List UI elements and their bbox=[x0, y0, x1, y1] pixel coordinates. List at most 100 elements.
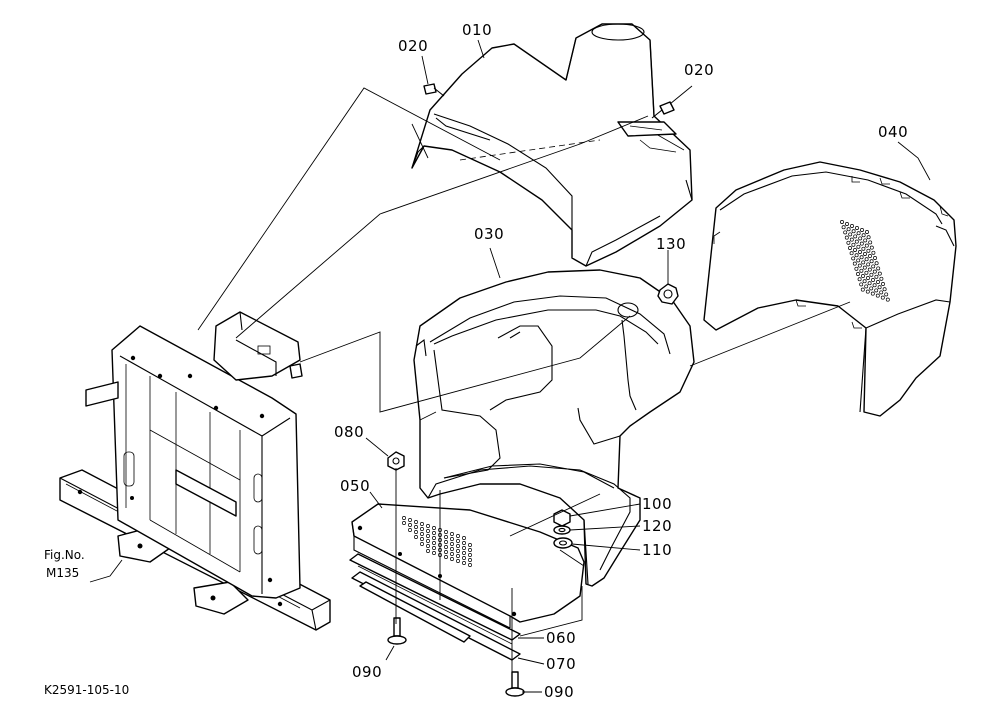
perforation-hole bbox=[861, 260, 866, 265]
perforation-hole bbox=[432, 536, 436, 540]
perforation-hole bbox=[868, 254, 872, 258]
perforation-hole bbox=[444, 545, 448, 549]
callout-050: 050 bbox=[340, 477, 371, 495]
perforation-hole bbox=[880, 295, 885, 300]
perforation-hole bbox=[432, 551, 436, 555]
callout-060: 060 bbox=[546, 629, 577, 647]
perforation-hole bbox=[865, 230, 869, 234]
perforation-hole bbox=[426, 529, 430, 533]
nut-080 bbox=[387, 451, 405, 471]
perforation-hole bbox=[432, 526, 436, 530]
perforation-hole bbox=[866, 276, 870, 280]
perforation-hole bbox=[858, 250, 862, 254]
perforation-hole bbox=[426, 524, 430, 528]
perforation-hole bbox=[845, 222, 849, 226]
perforation-hole bbox=[450, 547, 454, 551]
perforation-hole bbox=[856, 231, 861, 236]
perforation-hole bbox=[864, 243, 869, 248]
perforation-hole bbox=[869, 245, 874, 250]
perforation-hole bbox=[872, 283, 877, 288]
upper-cover-010 bbox=[411, 23, 693, 267]
perforation-hole bbox=[468, 548, 472, 552]
perforation-hole bbox=[874, 274, 879, 279]
perforation-hole bbox=[444, 530, 448, 534]
perforation-hole bbox=[849, 237, 854, 242]
perforation-hole bbox=[420, 522, 424, 526]
callout-090-bottom: 090 bbox=[544, 683, 575, 701]
perforation-hole bbox=[879, 276, 884, 281]
strip-060 bbox=[349, 553, 521, 645]
perforation-hole bbox=[877, 285, 882, 290]
bolt-090-bottom bbox=[505, 671, 525, 697]
perforation-hole bbox=[420, 542, 424, 546]
perforation-hole bbox=[840, 220, 844, 224]
leader-lines bbox=[89, 39, 931, 693]
perforation-hole bbox=[414, 520, 418, 524]
rear-cover-grille bbox=[840, 220, 890, 302]
perforation-hole bbox=[851, 256, 856, 261]
perforation-hole bbox=[468, 558, 472, 562]
nut-100 bbox=[553, 509, 571, 527]
perforation-hole bbox=[876, 266, 881, 271]
perforation-hole bbox=[862, 279, 867, 284]
perforation-hole bbox=[859, 241, 864, 246]
perforation-hole bbox=[426, 549, 430, 553]
perforation-hole bbox=[844, 235, 849, 240]
perforation-hole bbox=[462, 536, 466, 540]
perforation-hole bbox=[871, 278, 875, 282]
drawing-code: K2591-105-10 bbox=[44, 683, 130, 697]
callout-010: 010 bbox=[462, 21, 493, 39]
perforation-hole bbox=[432, 541, 436, 545]
perforation-hole bbox=[850, 224, 854, 228]
perforation-hole bbox=[856, 258, 861, 263]
perforation-hole bbox=[462, 556, 466, 560]
rear-cover-040 bbox=[703, 161, 957, 417]
perforation-hole bbox=[856, 272, 860, 276]
perforation-hole bbox=[468, 553, 472, 557]
screw-020-right bbox=[651, 101, 675, 119]
washer-120 bbox=[553, 525, 571, 535]
perforation-hole bbox=[866, 248, 871, 253]
perforation-hole bbox=[854, 239, 859, 244]
callout-020-right: 020 bbox=[684, 61, 715, 79]
perforation-hole bbox=[450, 532, 454, 536]
perforation-hole bbox=[867, 281, 872, 286]
perforation-hole bbox=[420, 537, 424, 541]
frame-assembly bbox=[59, 311, 331, 631]
perforation-hole bbox=[853, 248, 857, 252]
perforation-hole bbox=[871, 250, 876, 255]
perforation-hole bbox=[450, 542, 454, 546]
perforation-hole bbox=[468, 563, 472, 567]
callout-110: 110 bbox=[642, 541, 673, 559]
perforation-hole bbox=[873, 256, 877, 260]
perforation-hole bbox=[450, 552, 454, 556]
perforation-hole bbox=[863, 238, 868, 243]
perforation-hole bbox=[857, 263, 862, 268]
perforation-hole bbox=[456, 539, 460, 543]
perforation-hole bbox=[882, 287, 887, 292]
perforation-hole bbox=[426, 544, 430, 548]
perforation-hole bbox=[444, 550, 448, 554]
perforation-hole bbox=[846, 227, 851, 232]
perforation-hole bbox=[857, 277, 862, 282]
callout-070: 070 bbox=[546, 655, 577, 673]
perforation-hole bbox=[859, 255, 864, 260]
perforation-hole bbox=[456, 559, 460, 563]
perforation-hole bbox=[462, 551, 466, 555]
screw-020-left bbox=[423, 83, 445, 97]
perforation-hole bbox=[872, 269, 877, 274]
perforation-hole bbox=[862, 265, 867, 270]
perforation-hole bbox=[420, 532, 424, 536]
perforation-hole bbox=[860, 287, 865, 292]
perforation-hole bbox=[863, 252, 867, 256]
perforation-hole bbox=[864, 284, 869, 289]
callout-090-left: 090 bbox=[352, 663, 383, 681]
fig-ref-number: M135 bbox=[46, 566, 80, 580]
fig-ref-label: Fig.No. bbox=[44, 548, 85, 562]
perforation-hole bbox=[866, 262, 871, 267]
perforation-hole bbox=[414, 535, 418, 539]
perforation-hole bbox=[875, 293, 880, 298]
perforation-hole bbox=[462, 541, 466, 545]
perforation-hole bbox=[852, 261, 857, 266]
knob-130 bbox=[657, 283, 679, 305]
